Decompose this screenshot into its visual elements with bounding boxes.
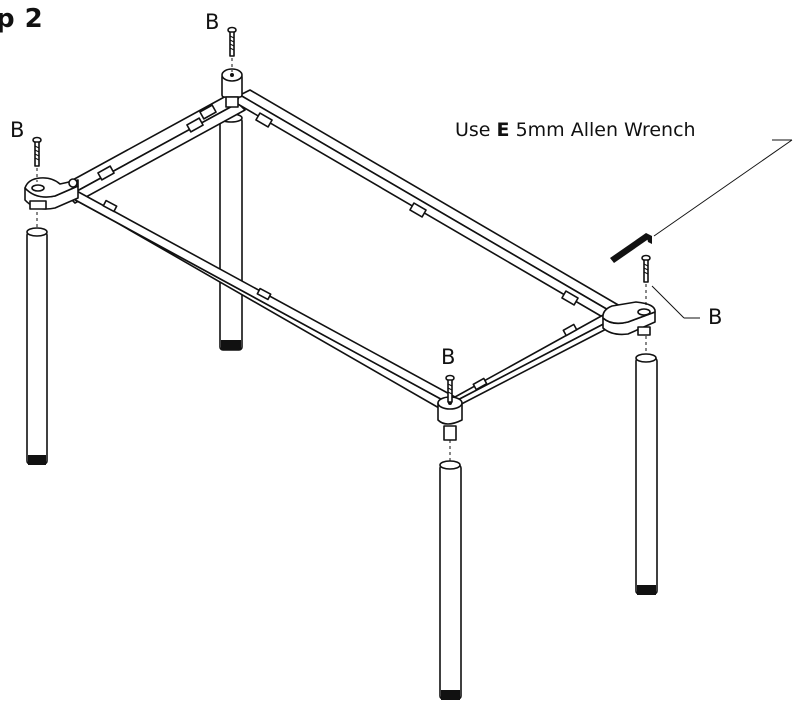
alignment-lines [36,58,647,461]
callout-part-letter: E [496,119,510,141]
screw-label-left: B [10,118,25,142]
leg-back [219,113,243,351]
step-title: p 2 [0,4,44,34]
wrench-callout: Use E 5mm Allen Wrench [455,119,696,141]
corner-back [221,68,243,108]
corner-front [437,396,463,441]
screw-label-right: B [708,305,723,329]
screw-front [445,374,455,403]
rail-clips [97,104,579,391]
corner-left [24,177,79,210]
leg-right [635,353,658,595]
screw-left [32,136,42,167]
callout-suffix: 5mm Allen Wrench [509,119,696,141]
screw-right [641,254,651,283]
screw-label-front: B [441,345,456,369]
screw-back [227,26,237,57]
leg-front [439,460,462,700]
allen-wrench-icon [610,233,652,263]
leg-left [26,227,48,465]
screw-label-back: B [205,10,220,34]
corner-right [602,301,656,336]
callout-prefix: Use [455,119,497,141]
leader-lines [651,139,793,319]
